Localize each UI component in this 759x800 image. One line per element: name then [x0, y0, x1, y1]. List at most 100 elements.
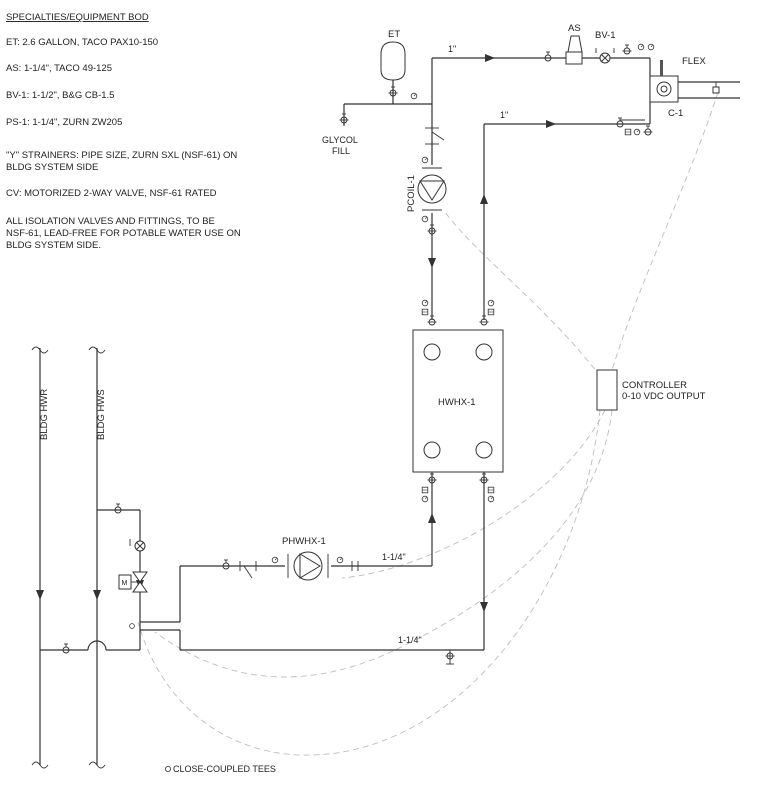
- hx-primary-supply-tee-icon: [421, 486, 429, 494]
- coil-supply-valve-icon: [622, 44, 632, 55]
- pcoil-discharge-gauge-icon: [421, 215, 429, 223]
- note-et: ET: 2.6 GALLON, TACO PAX10-150: [6, 37, 158, 48]
- flow-arrow-hx-primary-supply: [428, 513, 436, 523]
- hx-supply-gauge-icon: [421, 299, 429, 307]
- pipe-size-bottom-return: 1-1/4": [398, 635, 422, 645]
- note-iso-line-1: ALL ISOLATION VALVES AND FITTINGS, TO BE: [6, 216, 215, 227]
- flow-arrow-return-riser: [480, 194, 488, 204]
- phwhx-pump-body: [293, 551, 323, 581]
- label-bldg-hws: BLDG HWS: [96, 389, 107, 440]
- pipe-size-return-top: 1": [500, 110, 508, 120]
- hx-port-top-left: [423, 343, 441, 361]
- balancing-valve-lower: [129, 539, 146, 552]
- controller-box: [596, 369, 618, 411]
- label-as: AS: [568, 23, 581, 34]
- balancing-valve-cross-b: [601, 54, 609, 62]
- hx-return-valve-icon: [479, 315, 489, 326]
- upper-loop-piping: [343, 57, 651, 320]
- lower-bv-cross-b: [136, 542, 144, 550]
- hx-return-tee-icon: [487, 308, 495, 316]
- note-as: AS: 1-1/4", TACO 49-125: [6, 63, 112, 74]
- note-iso-line-2: NSF-61, LEAD-FREE FOR POTABLE WATER USE …: [6, 228, 241, 239]
- hx-primary-return-tee-icon: [487, 486, 495, 494]
- label-et: ET: [388, 29, 400, 40]
- notes-block: SPECIALTIES/EQUIPMENT BOD ET: 2.6 GALLON…: [6, 12, 241, 251]
- hx-primary-return-gauge-icon: [487, 495, 495, 503]
- flow-arrow-bldg-hws: [93, 590, 101, 600]
- hwr-branch-valve-icon: [61, 643, 71, 654]
- expansion-tank: [380, 41, 406, 81]
- air-separator-vent: [567, 35, 583, 53]
- expansion-tank-body: [380, 41, 406, 81]
- phwhx-strainer: [239, 561, 257, 579]
- hws-break-bottom: [88, 761, 106, 769]
- hwr-break-top: [31, 346, 49, 354]
- hx-supply-tee-icon: [421, 308, 429, 316]
- label-hwhx1: HWHX-1: [438, 397, 475, 408]
- label-bldg-hwr: BLDG HWR: [39, 389, 50, 440]
- hwr-break-bottom: [31, 761, 49, 769]
- label-flex: FLEX: [682, 56, 706, 67]
- strainer-basket: [431, 131, 445, 141]
- duct-sensor: [712, 86, 720, 94]
- flow-arrow-top-supply: [485, 54, 495, 62]
- air-separator: [565, 35, 583, 65]
- phwhx-suction-gauge-icon: [271, 556, 279, 564]
- note-cv: CV: MOTORIZED 2-WAY VALVE, NSF-61 RATED: [6, 188, 217, 199]
- flow-arrow-top-return: [546, 120, 556, 128]
- coil-return-valve-icon: [615, 117, 625, 128]
- hx-supply-valve-icon: [427, 315, 437, 326]
- label-bv1: BV-1: [595, 30, 616, 41]
- flow-arrow-coil-supply: [428, 258, 436, 268]
- coil-fan-inner: [660, 85, 668, 93]
- cv-upper-wedge: [132, 571, 148, 583]
- note-ps: PS-1: 1-1/4", ZURN ZW205: [6, 117, 122, 128]
- control-wire-pcoil: [439, 204, 598, 373]
- control-wire-c1: [611, 91, 719, 371]
- coil-c1: [649, 60, 740, 103]
- cv-lower-wedge: [132, 581, 148, 593]
- note-strainer-line-1: "Y" STRAINERS: PIPE SIZE, ZURN SXL (NSF-…: [6, 150, 237, 161]
- note-bv: BV-1: 1-1/2", B&G CB-1.5: [6, 90, 114, 101]
- as-isolation-valve-icon: [543, 51, 553, 62]
- footnote-marker-icon: [164, 766, 171, 773]
- hx-primary-supply-gauge-icon: [421, 495, 429, 503]
- control-wiring: [137, 91, 719, 756]
- hx-port-bottom-right: [475, 441, 493, 459]
- heat-exchanger-hwhx1: [412, 329, 504, 473]
- flow-arrow-hx-primary-return: [480, 602, 488, 612]
- phwhx-discharge-gauge-icon: [336, 556, 344, 564]
- hx-return-gauge-icon: [487, 299, 495, 307]
- cv-motor-label: M: [122, 580, 128, 587]
- balancing-valve-bv1: [595, 48, 615, 64]
- phwhx-isolation-valve-icon: [221, 559, 231, 570]
- coil-supply-gauge-icon: [637, 43, 645, 51]
- notes-title: SPECIALTIES/EQUIPMENT BOD: [6, 12, 149, 23]
- coil-strainer: [425, 127, 445, 145]
- pipe-size-supply-top: 1": [448, 44, 456, 54]
- pump-pcoil1: [417, 165, 447, 213]
- note-strainer-line-2: BLDG SYSTEM SIDE: [6, 162, 98, 173]
- hx-port-bottom-left: [423, 441, 441, 459]
- air-separator-body: [565, 51, 583, 65]
- phwhx-strainer-basket: [243, 565, 253, 579]
- note-iso-line-3: BLDG SYSTEM SIDE.: [6, 240, 101, 251]
- pump-direction-triangle: [419, 180, 445, 201]
- flex-connector: [660, 60, 663, 76]
- lower-loop-piping: [40, 472, 485, 651]
- label-pcoil1: PCOIL-1: [406, 175, 417, 212]
- hx-port-top-right: [475, 343, 493, 361]
- flow-arrow-bldg-hwr: [36, 590, 44, 600]
- hws-branch-valve-icon: [113, 503, 123, 514]
- footnote-close-coupled-tees: CLOSE-COUPLED TEES: [173, 764, 276, 774]
- label-glycol-fill-line-1: GLYCOL: [322, 135, 358, 145]
- et-gauge-icon: [410, 92, 418, 100]
- pump-phwhx1: [285, 550, 331, 582]
- control-wire-sensor: [137, 409, 601, 756]
- pipe-size-phwhx-out: 1-1/4": [382, 552, 406, 562]
- coil-supply-thermometer-icon: [647, 43, 655, 51]
- phwhx-pump-triangle: [299, 553, 321, 579]
- control-wire-cv: [154, 409, 613, 678]
- close-coupled-tee-marker: [129, 623, 135, 629]
